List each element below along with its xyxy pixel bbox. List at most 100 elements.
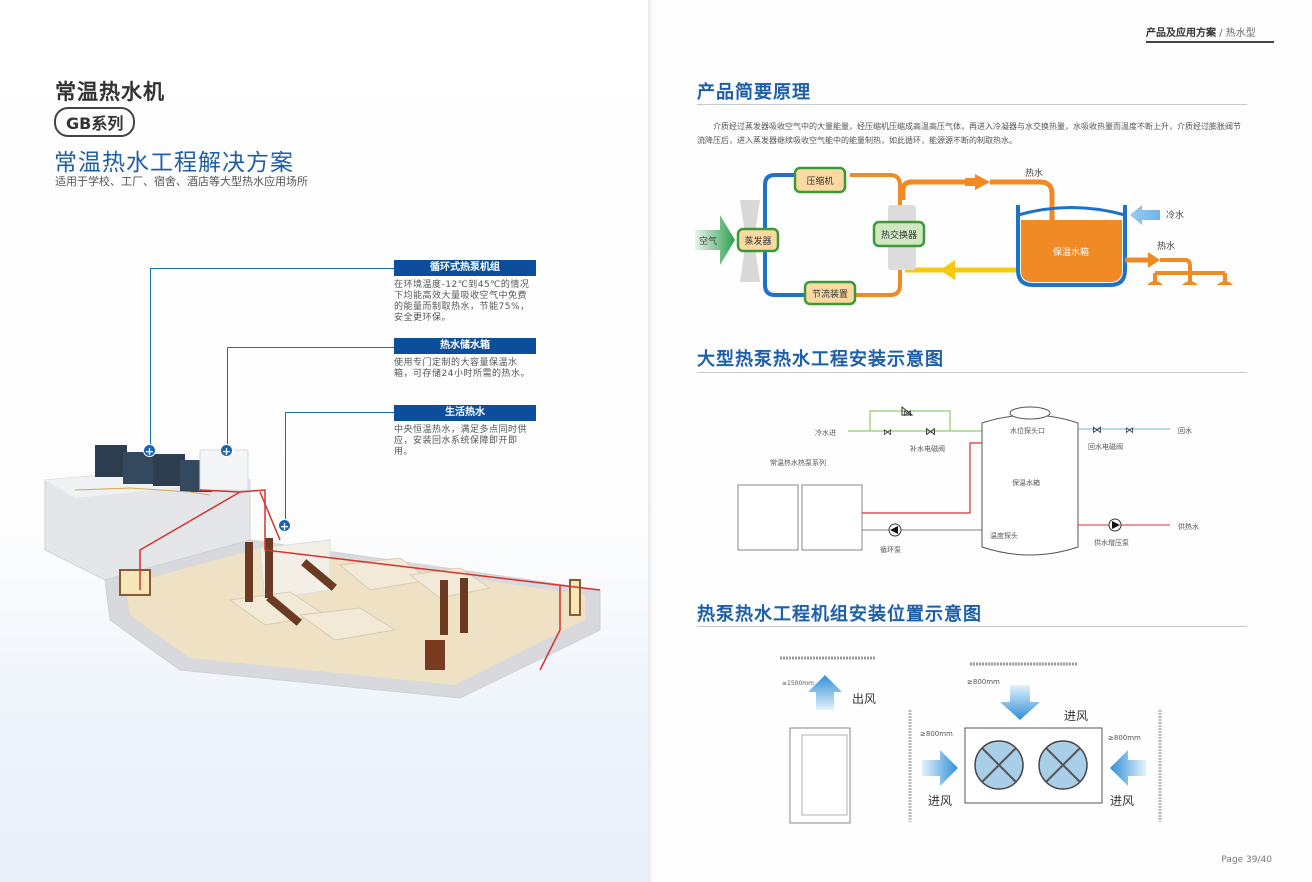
clearance-label: ≥1500mm: [782, 680, 814, 687]
plus-icon[interactable]: +: [220, 444, 233, 458]
hotel-building-illustration: [44, 445, 601, 699]
hot-supply-pipe: [862, 442, 982, 514]
air-label: 空气: [699, 235, 717, 247]
dresser: [425, 640, 445, 670]
tank-top-hatch: [1009, 406, 1051, 420]
compressor-box: [793, 166, 847, 194]
door-frame: [245, 542, 253, 602]
valve-icon: ⋈: [1125, 426, 1134, 436]
orange-to-tank-line: [990, 179, 1055, 220]
air-out-arrow: [808, 675, 842, 710]
solenoid-valve-icon: ⋈: [925, 425, 936, 438]
clearance-left-label: ≥800mm: [920, 730, 953, 738]
bed: [408, 567, 492, 599]
section-divider: [697, 372, 1247, 373]
arrow-right-icon: [975, 174, 990, 190]
throttle-box: [803, 280, 857, 306]
application-description: 适用于学校、工厂、宿舍、酒店等大型热水应用场所: [55, 175, 308, 188]
callout-text: 在环境温度-12℃到45℃的情况下均能高效大量吸收空气中免费的能量而制取热水，节…: [394, 280, 530, 323]
plus-icon[interactable]: +: [278, 519, 291, 533]
door-frame: [265, 538, 273, 598]
bed: [298, 607, 397, 641]
booster-pump-arrow: [1112, 521, 1120, 529]
side-unit-grille: [801, 734, 848, 816]
section-title-installation: 大型热泵热水工程安装示意图: [697, 349, 944, 370]
hot-water-pipe: [139, 491, 241, 590]
temp-probe-label: 温度探头: [990, 531, 1018, 540]
heat-pump-unit: [801, 484, 863, 551]
left-page: [0, 0, 650, 882]
mirror: [569, 579, 581, 616]
throttle-label: 节流装置: [812, 288, 848, 300]
valve-icon: [901, 405, 914, 416]
heat-exchanger-label: 热交换器: [881, 229, 917, 241]
air-arrow: [695, 215, 735, 265]
tank-label: 保温水箱: [1012, 478, 1040, 487]
arrow-body: [965, 178, 977, 186]
air-out-label: 出风: [852, 692, 876, 706]
tank-water: [1021, 220, 1122, 282]
clearance-top-label: ≥800mm: [967, 678, 1000, 686]
arrow-right-icon: [1148, 252, 1160, 268]
hot-water-out-label: 热水: [1157, 240, 1175, 252]
callout-heat-pump-unit: 循环式热泵机组 在环境温度-12℃到45℃的情况下均能高效大量吸收空气中免费的能…: [394, 260, 536, 324]
cold-water-label: 冷水: [1166, 209, 1184, 221]
callout-title: 生活热水: [394, 405, 536, 421]
plus-icon[interactable]: +: [143, 444, 156, 458]
air-in-left-arrow: [922, 750, 958, 786]
page-number: Page 39/40: [1221, 855, 1272, 865]
booster-pump-label: 供水增压泵: [1094, 538, 1129, 547]
fan-icon: [1038, 740, 1088, 790]
clearance-right-label: ≥800mm: [1108, 734, 1141, 742]
product-title: 常温热水机: [55, 80, 165, 104]
evaporator-label: 蒸发器: [744, 235, 771, 247]
unit-series-label: 常温热水热泵系列: [770, 458, 826, 467]
heat-exchanger-box: [872, 220, 926, 248]
shower-head-icon: [1147, 281, 1163, 285]
side-unit: [789, 727, 851, 824]
return-solenoid-valve-icon: ⋈: [1092, 425, 1102, 436]
air-in-top-arrow: [1000, 685, 1040, 720]
shower-pipes: [1153, 258, 1227, 285]
air-in-left-label: 进风: [928, 794, 952, 808]
heat-pump-principle-diagram: 压缩机 蒸发器 空气 热交换器 节流装置 热水 保温水箱 冷水 热水: [695, 166, 1233, 306]
evaporator-box: [736, 227, 780, 253]
arrow-left-icon: [940, 260, 955, 280]
solution-subtitle: 常温热水工程解决方案: [54, 150, 294, 176]
hot-water-in-label: 热水: [1025, 167, 1043, 179]
tank-shell: [1016, 205, 1127, 287]
principle-paragraph: 介质经过蒸发器吸收空气中的大量能量，经压缩机压缩成高温高压气体，再进入冷凝器与水…: [697, 122, 1241, 145]
hot-water-pipe: [199, 489, 601, 591]
breadcrumb-separator: /: [1216, 28, 1226, 39]
shower-head-icon: [1217, 281, 1233, 285]
series-badge: GB系列: [54, 107, 136, 137]
circulation-pump-label: 循环泵: [880, 545, 901, 554]
breadcrumb-category: 产品及应用方案: [1146, 28, 1216, 39]
makeup-valve-label: 补水电磁阀: [910, 444, 945, 453]
leader-line-heat-pump: [150, 268, 394, 445]
compressor-label: 压缩机: [806, 175, 833, 187]
cold-water-arrow: [1130, 205, 1160, 225]
valve-icon: ⋈: [883, 428, 892, 438]
mirror: [119, 569, 151, 596]
leader-line-hot-water: [285, 412, 394, 525]
hot-supply-label: 供热水: [1178, 522, 1199, 531]
tank-label: 保温水箱: [1053, 246, 1089, 258]
air-in-right-label: 进风: [1110, 794, 1134, 808]
section-divider: [697, 104, 1247, 105]
hot-water-pipe: [259, 491, 281, 541]
bypass-pipe: [869, 410, 951, 431]
callout-title: 循环式热泵机组: [394, 260, 536, 276]
orange-hot-water-line: [900, 179, 980, 200]
heat-pump-unit: [737, 484, 799, 551]
return-valve-label: 回水电磁阀: [1088, 442, 1123, 451]
valve-icon: ⋈: [903, 409, 912, 419]
shower-head-icon: [1182, 281, 1198, 285]
hot-water-pipe: [539, 585, 561, 671]
tank-lid: [1017, 206, 1126, 217]
level-probe-label: 水位探头口: [1010, 426, 1045, 435]
return-water-label: 回水: [1178, 426, 1192, 435]
callout-domestic-hot-water: 生活热水 中央恒温热水，满足多点同时供应，安装回水系统保障即开即用。: [394, 405, 536, 458]
breadcrumb: 产品及应用方案 / 热水型: [1146, 24, 1274, 43]
leader-line-water-tank: [227, 347, 394, 445]
